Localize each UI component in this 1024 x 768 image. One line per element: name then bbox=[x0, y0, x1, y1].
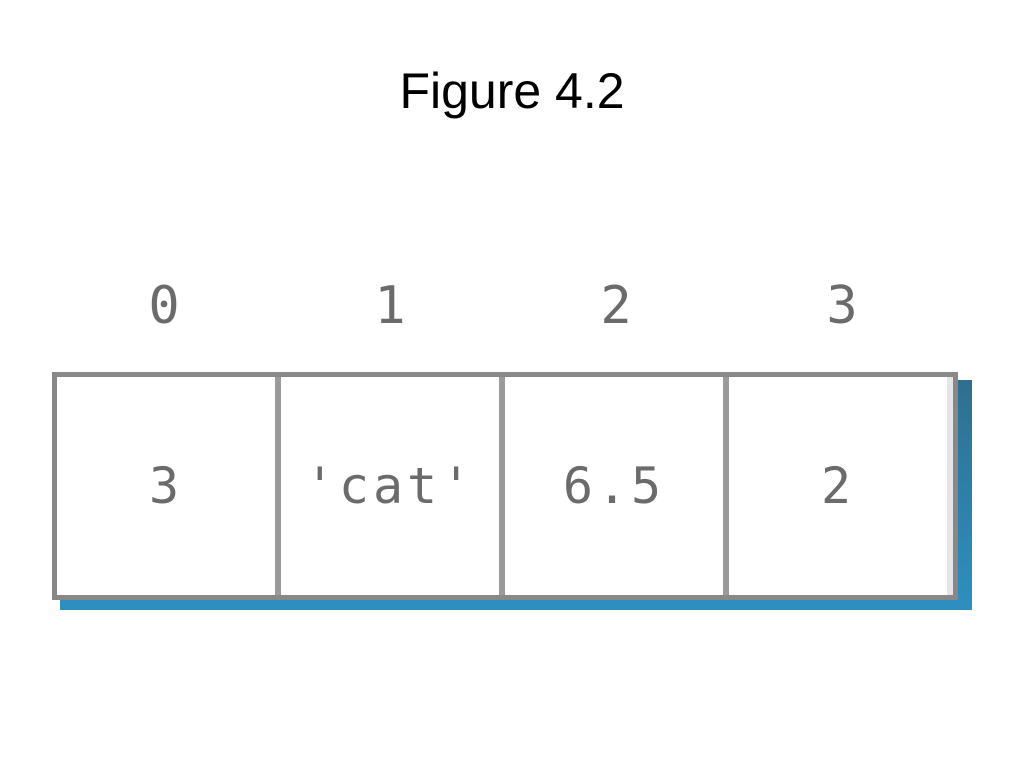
index-labels: 0 1 2 3 bbox=[52, 276, 958, 336]
cell-value: 'cat' bbox=[304, 457, 476, 515]
figure-title: Figure 4.2 bbox=[399, 63, 625, 119]
cell-value: 2 bbox=[820, 457, 856, 515]
array-cell: 3 bbox=[57, 377, 281, 595]
cell-value: 3 bbox=[148, 457, 184, 515]
array-cell: 'cat' bbox=[281, 377, 505, 595]
array-cell: 2 bbox=[729, 377, 953, 595]
index-label: 1 bbox=[374, 276, 408, 336]
array-cell: 6.5 bbox=[505, 377, 729, 595]
index-label: 3 bbox=[826, 276, 860, 336]
index-label: 2 bbox=[600, 276, 634, 336]
cell-value: 6.5 bbox=[562, 457, 666, 515]
array-table: 3 'cat' 6.5 2 bbox=[52, 372, 958, 600]
index-label: 0 bbox=[148, 276, 182, 336]
